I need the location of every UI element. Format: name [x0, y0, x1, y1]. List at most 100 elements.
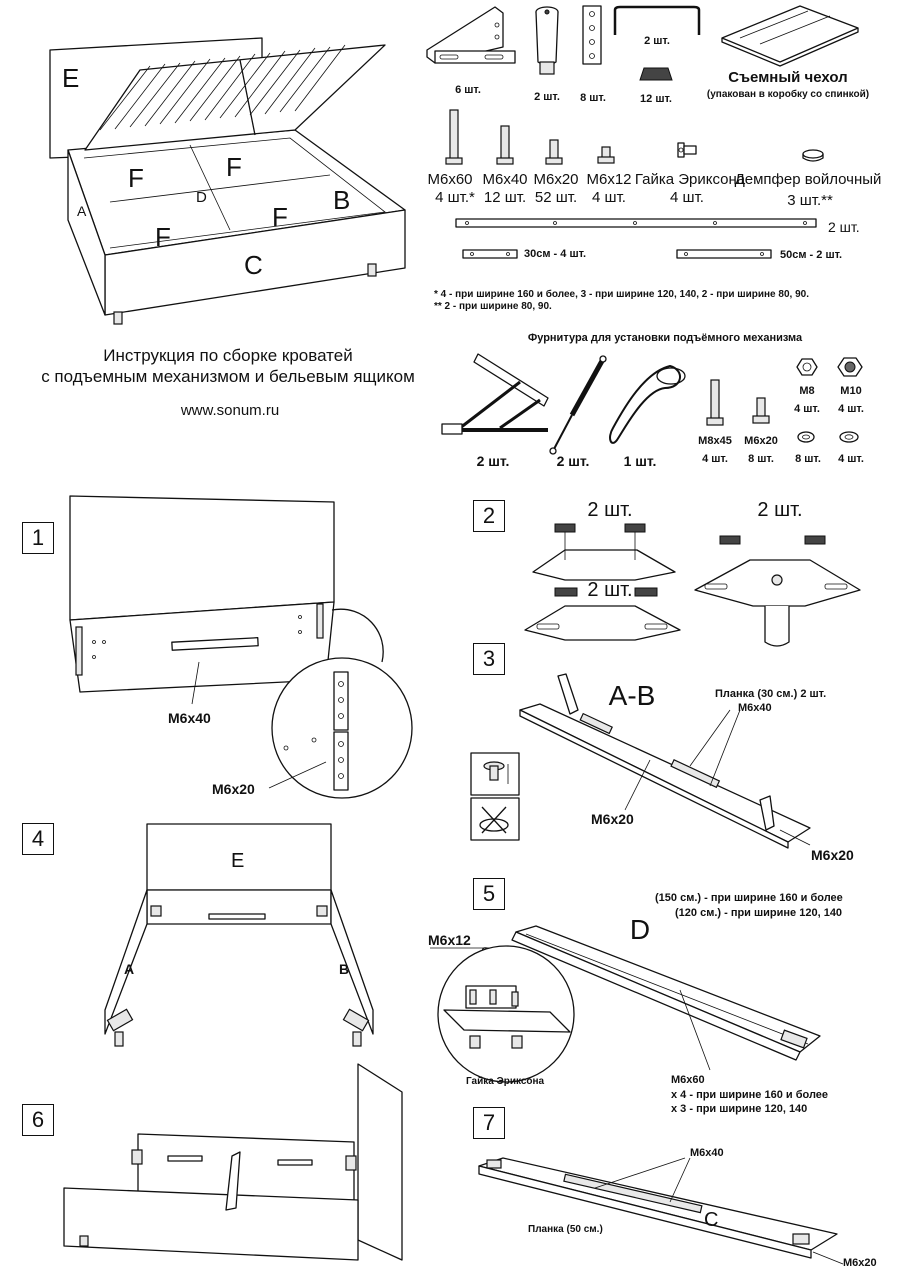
plate-icon — [582, 5, 602, 65]
step-4-number: 4 — [22, 823, 54, 855]
step-1-bolt-m6x20: M6x20 — [212, 781, 255, 797]
erickson-nut-qty: 4 шт. — [670, 189, 704, 206]
step-3-side-panel-drawing — [519, 673, 811, 849]
rail-30-label: 30см - 4 шт. — [524, 248, 587, 260]
handle-qty: 2 шт. — [644, 35, 670, 47]
step-3-number: 3 — [473, 643, 505, 675]
overview-label-f1: F — [128, 163, 144, 193]
step-4-frame-drawing — [104, 823, 374, 1047]
bolt-m6x20-mech-label: M6x20 — [744, 435, 778, 447]
rail-long-qty: 2 шт. — [828, 219, 860, 235]
bolt-m8x45-qty: 4 шт. — [702, 453, 728, 465]
cover-label: Съемный чехол — [728, 69, 848, 86]
nut-m10-label: M10 — [840, 385, 862, 397]
step-3-prohibited-icon — [470, 797, 520, 841]
step-3-side-label: A-B — [608, 680, 656, 711]
pad-icon — [639, 67, 673, 81]
bolt-m6x12-name: M6x12 — [586, 171, 632, 188]
step-7-bolt-m6x20: M6x20 — [843, 1257, 877, 1269]
overview-label-f4: F — [155, 222, 171, 252]
instruction-title-line1: Инструкция по сборке кроватей — [103, 346, 353, 365]
step-7-label-c: C — [704, 1209, 719, 1231]
step-7-number: 7 — [473, 1107, 505, 1139]
erickson-nut-icon — [677, 142, 697, 158]
overview-label-f2: F — [226, 152, 242, 182]
overview-label-a: A — [77, 203, 87, 219]
step-5-bolt-m6x12: M6x12 — [428, 932, 471, 948]
bolt-m6x20-icon — [545, 139, 563, 165]
gas-spring-icon — [549, 355, 607, 455]
step-1-headboard-drawing — [69, 495, 413, 799]
step-6-bed-assembly-drawing — [63, 1063, 403, 1261]
step-5-bolt-m6x60: M6x60 — [671, 1074, 705, 1086]
step-6-number: 6 — [22, 1104, 54, 1136]
step-7-plank-note: Планка (50 см.) — [528, 1224, 603, 1235]
step-4-label-b: B — [339, 961, 350, 977]
step-5-center-beam-drawing — [430, 925, 821, 1083]
felt-damper-name: Демпфер войлочный — [734, 171, 882, 188]
bolt-m6x12-qty: 4 шт. — [592, 189, 626, 206]
bolt-m6x40-name: M6x40 — [482, 171, 528, 188]
step-2-bracket-drawings — [524, 523, 861, 647]
rail-50-icon — [676, 249, 772, 259]
nut-m10-qty: 4 шт. — [838, 403, 864, 415]
website-url: www.sonum.ru — [180, 402, 280, 419]
mechanism-title: Фурнитура для установки подъёмного механ… — [527, 332, 803, 344]
erickson-nut-name: Гайка Эриксона — [634, 171, 746, 188]
bolt-m6x60-name: M6x60 — [427, 171, 473, 188]
washer-small-icon — [797, 431, 815, 443]
step-2-qty-a: 2 шт. — [587, 499, 633, 521]
step-3-height-adjust-icon — [470, 752, 520, 796]
overview-label-e: E — [62, 63, 80, 93]
step-5-note-120: (120 см.) - при ширине 120, 140 — [675, 907, 843, 919]
cover-icon — [721, 5, 859, 67]
leg-icon — [535, 6, 559, 75]
strap-qty: 1 шт. — [623, 453, 657, 469]
nut-m8-qty: 4 шт. — [794, 403, 820, 415]
bolt-m6x60-icon — [445, 109, 463, 165]
bolt-m6x40-icon — [496, 125, 514, 165]
overview-label-f3: F — [272, 202, 288, 232]
step-3-plank-note: Планка (30 см.) 2 шт. — [715, 688, 827, 700]
lift-mechanism-qty: 2 шт. — [476, 453, 510, 469]
overview-label-c: C — [244, 250, 263, 280]
bolt-m6x12-icon — [597, 146, 615, 164]
nut-m10-icon — [837, 357, 863, 377]
step-3-bolt-m6x20-a: M6x20 — [591, 811, 634, 827]
felt-damper-qty: 3 шт.** — [787, 192, 833, 209]
plate-qty: 8 шт. — [580, 92, 606, 104]
nut-m8-icon — [796, 358, 818, 376]
parts-footnote-2: ** 2 - при ширине 80, 90. — [434, 301, 552, 312]
step-2-number: 2 — [473, 500, 505, 532]
overview-label-b: B — [333, 185, 351, 215]
bolt-m6x20-mech-icon — [752, 397, 770, 424]
step-5-number: 5 — [473, 878, 505, 910]
step-1-bolt-m6x40: M6x40 — [168, 710, 211, 726]
nut-m8-label: M8 — [799, 385, 815, 397]
bolt-m8x45-icon — [706, 379, 724, 426]
step-5-erickson-nut: Гайка Эриксона — [466, 1076, 545, 1087]
parts-footnote-1: * 4 - при ширине 160 и более, 3 - при ши… — [434, 289, 809, 300]
step-5-note-150: (150 см.) - при ширине 160 и более — [655, 892, 843, 904]
instruction-title-line2: с подъемным механизмом и бельевым ящиком — [41, 367, 415, 386]
cover-note: (упакован в коробку со спинкой) — [706, 89, 870, 100]
leg-qty: 2 шт. — [534, 91, 560, 103]
handle-icon — [613, 5, 701, 35]
step-2-qty-b: 2 шт. — [757, 499, 803, 521]
step-2-qty-c: 2 шт. — [587, 579, 633, 601]
step-3-bolt-m6x20-b: M6x20 — [811, 847, 854, 863]
bolt-m6x20-mech-qty: 8 шт. — [748, 453, 774, 465]
felt-damper-icon — [802, 149, 824, 162]
step-5-label-d: D — [629, 914, 651, 945]
step-4-label-e: E — [231, 850, 245, 872]
gas-spring-qty: 2 шт. — [556, 453, 590, 469]
washer-large-qty: 4 шт. — [838, 453, 864, 465]
pad-qty: 12 шт. — [640, 93, 672, 105]
bolt-m6x20-qty: 52 шт. — [534, 189, 578, 206]
step-7-front-panel-drawing — [478, 1157, 844, 1265]
washer-large-icon — [839, 431, 859, 443]
step-4-label-a: A — [124, 961, 135, 977]
corner-bracket-icon — [426, 6, 516, 64]
step-3-bolt-m6x40: M6x40 — [738, 702, 772, 714]
step-5-qty-160: x 4 - при ширине 160 и более — [671, 1089, 829, 1101]
